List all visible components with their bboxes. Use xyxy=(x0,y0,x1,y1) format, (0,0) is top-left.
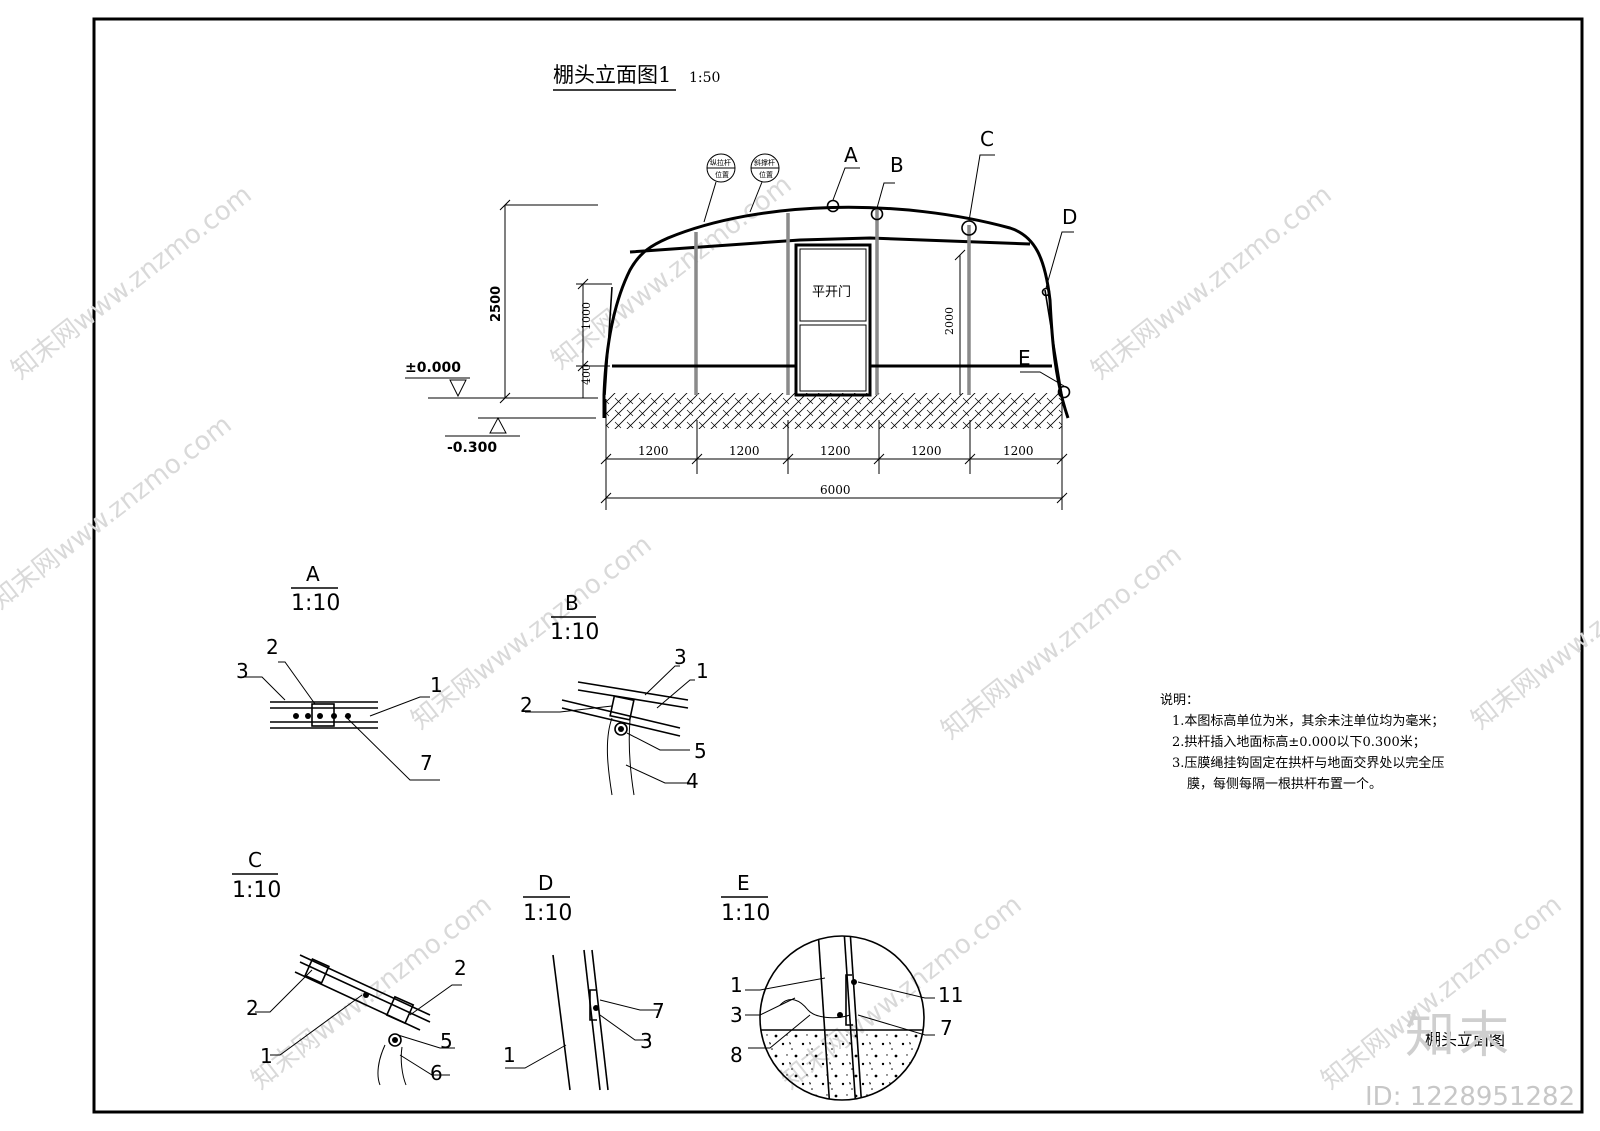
callout-label-c: C xyxy=(980,127,994,151)
dim-1000: 1000 xyxy=(580,302,593,330)
detail-d: D 1:10 1 7 3 xyxy=(503,871,665,1091)
main-elevation: 棚头立面图1 1:50 平开门 xyxy=(405,63,1077,510)
callout-label-a: A xyxy=(844,143,858,167)
detail-c-label-6: 6 xyxy=(430,1061,443,1085)
tag-1-line1: 纵拉杆 xyxy=(710,158,731,167)
detail-b-label-2: 2 xyxy=(520,693,533,717)
watermark: 知末网www.znzmo.com xyxy=(546,170,798,376)
note-item-1: 1.本图标高单位为米，其余未注单位均为毫米； xyxy=(1172,714,1445,729)
dim-2000: 2000 xyxy=(943,307,956,335)
callout-label-b: B xyxy=(890,153,904,177)
detail-d-scale: 1:10 xyxy=(523,901,572,926)
detail-e-label-3: 3 xyxy=(730,1003,743,1027)
eave-beam xyxy=(629,236,1031,254)
detail-c: C 1:10 2 1 2 5 6 xyxy=(232,848,467,1086)
tag-1-line2: 位置 xyxy=(715,170,729,179)
title-block: 棚头立面图 xyxy=(1425,1030,1505,1049)
ground-hatch xyxy=(606,393,1062,429)
detail-b: B 1:10 3 1 2 5 4 xyxy=(520,591,709,796)
callout-label-d: D xyxy=(1062,205,1077,229)
watermark: 知末网www.znzmo.com xyxy=(6,180,258,386)
detail-e-label-1: 1 xyxy=(730,973,743,997)
detail-e-label-8: 8 xyxy=(730,1043,743,1067)
detail-a-label-2: 2 xyxy=(266,635,279,659)
detail-b-label-5: 5 xyxy=(694,739,707,763)
level-below: -0.300 xyxy=(447,440,497,456)
detail-c-label-2b: 2 xyxy=(454,956,467,980)
level-ground: ±0.000 xyxy=(405,360,461,376)
detail-c-id: C xyxy=(248,848,262,872)
detail-c-label-5: 5 xyxy=(440,1029,453,1053)
door-frame xyxy=(794,243,872,397)
detail-e-circle xyxy=(759,935,925,1101)
detail-b-label-4: 4 xyxy=(686,769,699,793)
tag-2-line2: 位置 xyxy=(759,170,773,179)
detail-d-label-3: 3 xyxy=(640,1029,653,1053)
main-scale: 1:50 xyxy=(689,70,720,86)
dim-2500: 2500 xyxy=(489,286,504,322)
detail-b-id: B xyxy=(565,591,579,615)
detail-d-label-7: 7 xyxy=(652,999,665,1023)
detail-e-scale: 1:10 xyxy=(721,901,770,926)
image-id-label: ID: 1228951282 xyxy=(1365,1082,1576,1112)
detail-a-label-1: 1 xyxy=(430,673,443,697)
main-title: 棚头立面图1 xyxy=(553,63,671,87)
watermark: 知末网www.znzmo.com xyxy=(0,410,238,616)
detail-c-label-1: 1 xyxy=(260,1044,273,1068)
sheet-border xyxy=(92,17,1584,1114)
dim-span-2: 1200 xyxy=(729,444,760,458)
detail-d-label-1: 1 xyxy=(503,1043,516,1067)
design-notes: 说明： 1.本图标高单位为米，其余未注单位均为毫米； 2.拱杆插入地面标高±0.… xyxy=(1160,690,1480,795)
detail-c-label-2a: 2 xyxy=(246,996,259,1020)
brand-logo: 知末 xyxy=(1405,1006,1513,1064)
dim-span-1: 1200 xyxy=(638,444,669,458)
watermark: 知末网www.znzmo.com xyxy=(936,540,1188,746)
watermark: 知末网www.znzmo.com xyxy=(246,890,498,1096)
detail-b-scale: 1:10 xyxy=(550,620,599,645)
detail-e-label-7: 7 xyxy=(940,1016,953,1040)
dim-span-4: 1200 xyxy=(911,444,942,458)
callout-label-e: E xyxy=(1018,346,1031,370)
outer-arch xyxy=(602,205,1070,419)
watermark: 知末网www.znzmo.com xyxy=(1086,180,1338,386)
dim-400: 400 xyxy=(580,364,593,385)
door-label: 平开门 xyxy=(812,285,851,300)
detail-e-label-11: 11 xyxy=(938,983,963,1007)
detail-b-label-1: 1 xyxy=(696,659,709,683)
watermark: 知末网www.znzmo.com xyxy=(1466,530,1600,736)
detail-b-label-3: 3 xyxy=(674,645,687,669)
notes-heading: 说明： xyxy=(1160,693,1200,708)
note-item-3: 3.压膜绳挂钩固定在拱杆与地面交界处以完全压 xyxy=(1172,756,1445,771)
detail-a-scale: 1:10 xyxy=(291,591,340,616)
detail-d-id: D xyxy=(538,871,553,895)
dim-span-total: 6000 xyxy=(820,483,851,497)
detail-c-scale: 1:10 xyxy=(232,878,281,903)
detail-e-id: E xyxy=(737,871,750,895)
detail-a-id: A xyxy=(306,562,320,586)
tag-2-line1: 斜撑杆 xyxy=(754,158,775,167)
detail-a-label-3: 3 xyxy=(236,659,249,683)
note-item-2: 2.拱杆插入地面标高±0.000以下0.300米； xyxy=(1172,735,1426,750)
dim-span-5: 1200 xyxy=(1003,444,1034,458)
detail-a-label-7: 7 xyxy=(420,751,433,775)
dim-span-3: 1200 xyxy=(820,444,851,458)
detail-a: A 1:10 3 2 1 7 xyxy=(236,562,443,781)
note-item-3-cont: 膜，每侧每隔一根拱杆布置一个。 xyxy=(1187,777,1383,792)
